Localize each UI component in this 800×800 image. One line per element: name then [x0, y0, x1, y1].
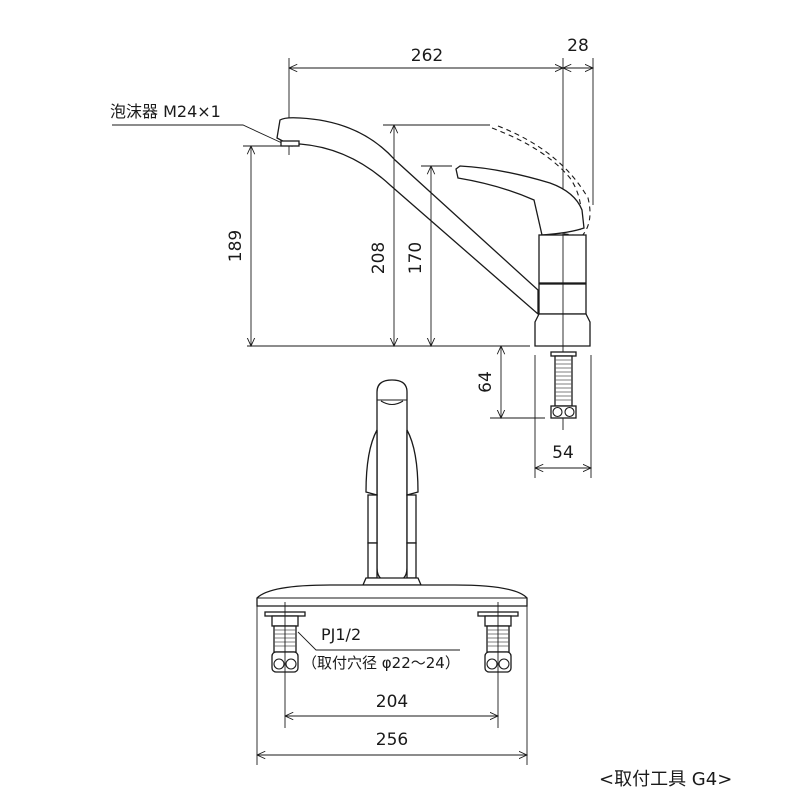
spout [276, 117, 539, 316]
dim-label-54: 54 [552, 443, 574, 463]
lever-side-left [365, 429, 378, 496]
dim-label-64: 64 [476, 371, 496, 393]
faucet-base [534, 313, 591, 347]
lever-side-right [406, 429, 419, 496]
dim-label-204: 204 [376, 692, 408, 712]
hose-port-left [552, 406, 563, 418]
lever-handle [455, 165, 585, 236]
spout-front [376, 379, 408, 583]
side-view [112, 58, 593, 478]
aerator-leader-line [112, 124, 283, 144]
thread-leader-line [297, 631, 460, 651]
thread-label: PJ1/2 [321, 625, 361, 644]
body-left [367, 494, 378, 544]
dim-label-208: 208 [369, 242, 389, 274]
dim-label-170: 170 [406, 242, 426, 274]
body-right-lower [406, 542, 417, 579]
hose-port-right [564, 406, 575, 418]
shank [554, 355, 573, 407]
body-foot [362, 577, 422, 586]
aerator-front [380, 400, 404, 406]
dim-label-256: 256 [376, 730, 408, 750]
dim-label-262: 262 [411, 46, 443, 66]
deck-plate [256, 584, 528, 607]
hose-fitting [550, 405, 577, 419]
shank-threads [555, 359, 572, 401]
faucet-body-upper [538, 234, 587, 284]
body-left-lower [367, 542, 378, 579]
faucet-body-middle [538, 283, 587, 315]
front-view [256, 379, 528, 765]
aerator [280, 140, 300, 147]
body-right [406, 494, 417, 544]
dim-label-28: 28 [567, 36, 589, 56]
hole-diameter-label: （取付穴径 φ22～24） [302, 654, 460, 672]
dim-label-189: 189 [226, 230, 246, 262]
tool-title: <取付工具 G4> [599, 769, 732, 790]
aerator-label: 泡沫器 M24×1 [110, 102, 221, 121]
